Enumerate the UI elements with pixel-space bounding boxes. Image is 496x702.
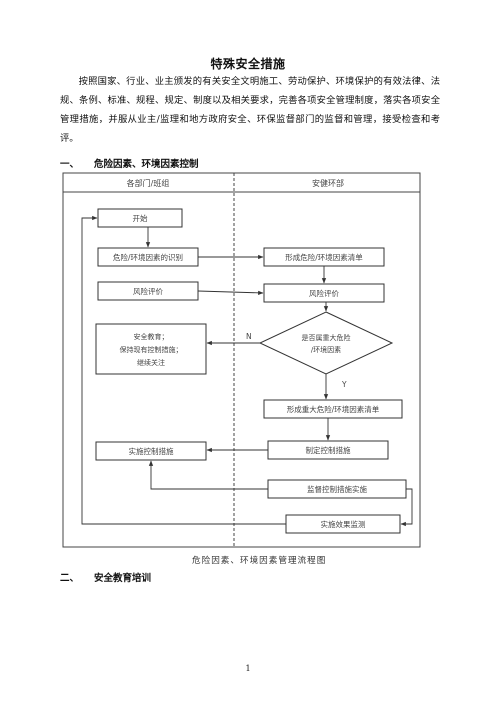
col-right-header: 安健环部: [312, 178, 344, 188]
label-y: Y: [341, 380, 347, 389]
decision-line2: /环境因素: [311, 345, 341, 354]
section-label-2: 安全教育培训: [94, 573, 152, 584]
section-heading-1: 一、 危险因素、环境因素控制: [60, 156, 199, 170]
major-list-label: 形成重大危险/环境因素清单: [287, 404, 380, 414]
figure-caption: 危险因素、环境因素管理流程图: [192, 556, 327, 566]
start-box: [97, 208, 183, 228]
arrow-supervise-implement: [148, 460, 268, 490]
monitor-label: 实施效果监测: [321, 519, 366, 529]
implement-box: [95, 441, 207, 461]
education-box: [95, 323, 207, 375]
make-measures-label: 制定控制措施: [306, 445, 351, 455]
document-title: 特殊安全措施: [210, 57, 286, 71]
form-list-label: 形成危险/环境因素清单: [285, 252, 363, 262]
label-n: N: [246, 332, 252, 341]
section-number-2: 二、: [60, 573, 80, 584]
arrow-riskleft-riskright: [197, 290, 264, 296]
supervise-label: 监督控制措施实施: [307, 484, 367, 494]
education-line1: 安全教育；: [134, 332, 169, 341]
risk-eval-left-label: 风险评价: [133, 286, 163, 296]
education-line2: 保持现有控制措施；: [120, 345, 183, 354]
section-heading-2: 二、 安全教育培训: [60, 570, 151, 584]
section-number-1: 一、: [60, 159, 80, 170]
identify-label: 危险/环境因素的识别: [113, 252, 183, 262]
flowchart-figure: 各部门/班组 安健环部 开始 危险/环境因素的识别 形成危险/环境因素清单 风险…: [62, 172, 421, 548]
start-label: 开始: [133, 213, 148, 223]
arrow-monitor-start: [81, 215, 286, 525]
intro-paragraph: 按照国家、行业、业主颁发的有关安全文明施工、劳动保护、环境保护的有效法律、法规、…: [60, 76, 440, 144]
education-line3: 继续关注: [137, 358, 165, 367]
major-list-box: [263, 399, 403, 419]
arrow-supervise-monitor: [400, 488, 413, 527]
decision-line1: 是否属重大危险: [302, 333, 351, 342]
implement-label: 实施控制措施: [129, 446, 174, 456]
page-number: 1: [245, 664, 251, 673]
risk-eval-right-label: 风险评价: [309, 288, 339, 298]
col-left-header: 各部门/班组: [127, 178, 170, 188]
risk-eval-right-box: [263, 283, 385, 303]
section-label-1: 危险因素、环境因素控制: [94, 159, 199, 170]
